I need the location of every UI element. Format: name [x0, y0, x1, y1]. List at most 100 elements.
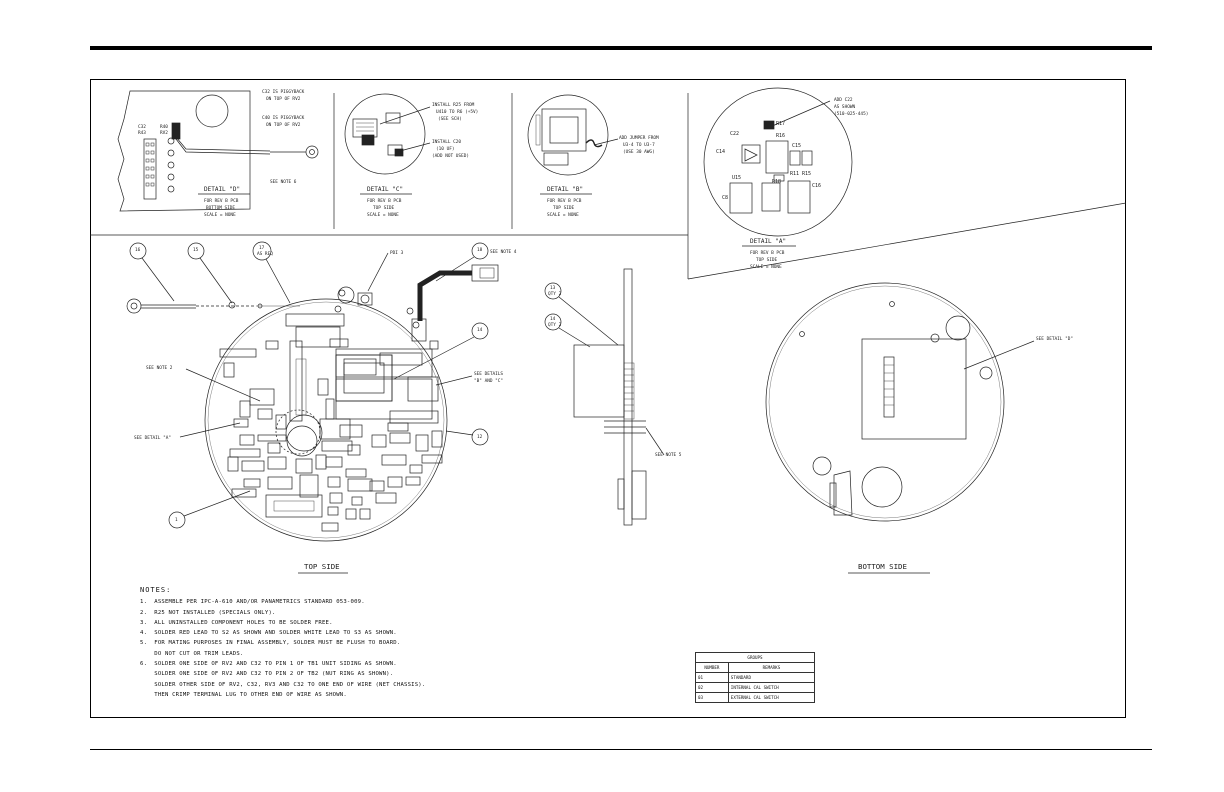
callout-see-detail-a: SEE DETAIL "A"	[134, 435, 171, 441]
callout-see-details-bc-2: "B" AND "C"	[474, 378, 503, 384]
detail-a: ADD C22 AS SHOWN (510-025-445) C22 C14 R…	[703, 87, 868, 270]
side-see-note-5: SEE NOTE 5	[655, 452, 682, 458]
note-line-2: 2. R25 NOT INSTALLED (SPECIALS ONLY).	[140, 609, 276, 616]
groups-row-remarks: INTERNAL CAL SWITCH	[727, 682, 816, 693]
detail-b-sub-2: TOP SIDE	[553, 205, 575, 211]
assembly-drawing: C32 R40 R43 RV2 C32 IS PIGGYBACK ON TOP …	[90, 87, 1126, 574]
detail-b-title: DETAIL "B"	[547, 186, 583, 193]
detail-c: INSTALL R25 FROM U410 TO R6 (+5V) (SEE S…	[344, 93, 478, 218]
detail-d-note1-a: C32 IS PIGGYBACK	[262, 89, 305, 95]
detail-d-see-note: SEE NOTE 6	[270, 179, 297, 185]
detail-d-label-c32: C32	[138, 124, 146, 130]
detail-b-sub-3: SCALE = NONE	[547, 212, 579, 218]
detail-c-sub-3: SCALE = NONE	[367, 212, 399, 218]
top-side-balloons: 16 15 17 AS REQ 18 14 12 1 PDI 3 SEE NOT…	[129, 241, 517, 529]
side-view: 13 QTY 2 14 QTY 2 SEE NOTE 5	[544, 268, 682, 526]
callout-pdi: PDI 3	[390, 250, 404, 256]
groups-table: GROUPS NUMBER REMARKS 01 STANDARD 02 INT…	[695, 652, 816, 703]
top-side-board	[126, 264, 499, 542]
detail-b-jumper-a: ADD JUMPER FROM	[619, 135, 659, 141]
groups-row-remarks: STANDARD	[727, 672, 816, 683]
groups-row-number: 03	[695, 692, 729, 703]
detail-c-sub-2: TOP SIDE	[373, 205, 395, 211]
bottom-side-board: SEE DETAIL "D"	[765, 282, 1073, 522]
detail-d-sub-3: SCALE = NONE	[204, 212, 236, 218]
groups-row-remarks: EXTERNAL CAL SWITCH	[727, 692, 816, 703]
balloon-17: 17	[259, 245, 265, 251]
balloon-17-sub: AS REQ	[257, 251, 273, 257]
note-line-10: THEN CRIMP TERMINAL LUG TO OTHER END OF …	[140, 691, 347, 698]
view-titles: TOP SIDE BOTTOM SIDE	[298, 562, 930, 574]
detail-d-label-r40: R40	[160, 124, 168, 130]
detail-c-install2-c: (ADD NOT USED)	[432, 153, 469, 159]
detail-d-note2-b: ON TOP OF RV2	[266, 122, 301, 128]
detail-a-add-a: ADD C22	[834, 97, 853, 103]
groups-row-number: 01	[695, 672, 729, 683]
note-line-1: 1. ASSEMBLE PER IPC-A-610 AND/OR PANAMET…	[140, 599, 365, 606]
detail-d-note1-b: ON TOP OF RV2	[266, 96, 301, 102]
callout-see-details-bc-1: SEE DETAILS	[474, 371, 503, 377]
detail-a-part-c16: C16	[812, 183, 821, 189]
groups-table-header-number: NUMBER	[695, 662, 729, 673]
groups-table-header-remarks: REMARKS	[727, 662, 816, 673]
footer-rule	[90, 749, 1152, 750]
side-balloon-13-sub: QTY 2	[548, 291, 562, 297]
note-line-9: SOLDER OTHER SIDE OF RV2, C32, RV3 AND C…	[140, 681, 426, 688]
detail-a-part-c15: C15	[792, 143, 801, 149]
detail-c-install1-a: INSTALL R25 FROM	[432, 102, 475, 108]
detail-b: ADD JUMPER FROM U3-4 TO U3-7 (USE 30 AWG…	[527, 94, 659, 218]
detail-a-part-r16: R16	[776, 133, 785, 139]
detail-a-part-c8: C8	[722, 195, 728, 201]
callout-see-note-4: SEE NOTE 4	[490, 249, 517, 255]
drawing-frame	[90, 79, 1126, 718]
balloon-12: 12	[477, 434, 483, 440]
note-line-5: 5. FOR MATING PURPOSES IN FINAL ASSEMBLY…	[140, 640, 401, 647]
groups-table-caption: GROUPS	[695, 652, 815, 663]
balloon-16: 16	[135, 247, 141, 253]
detail-a-add-b: AS SHOWN	[834, 104, 856, 110]
detail-a-part-c14: C14	[716, 149, 725, 155]
detail-d-note2-a: C40 IS PIGGYBACK	[262, 115, 305, 121]
side-balloon-14: 14	[550, 316, 556, 322]
table-row: 02 INTERNAL CAL SWITCH	[695, 682, 816, 693]
detail-a-title: DETAIL "A"	[750, 238, 786, 245]
note-line-7: 6. SOLDER ONE SIDE OF RV2 AND C32 TO PIN…	[140, 661, 397, 668]
detail-c-sub-1: FOR REV B PCB	[367, 198, 402, 204]
detail-a-sub-2: TOP SIDE	[756, 257, 778, 263]
detail-d-label-rv2: RV2	[160, 130, 168, 136]
table-row: 03 EXTERNAL CAL SWITCH	[695, 692, 816, 703]
notes-block: NOTES: 1. ASSEMBLE PER IPC-A-610 AND/OR …	[140, 585, 425, 700]
detail-b-jumper-c: (USE 30 AWG)	[623, 149, 655, 155]
detail-a-sub-3: SCALE = NONE	[750, 264, 782, 270]
detail-c-title: DETAIL "C"	[367, 186, 403, 193]
detail-a-part-c22: C22	[730, 131, 739, 137]
note-line-4: 4. SOLDER RED LEAD TO S2 AS SHOWN AND SO…	[140, 630, 397, 637]
callout-see-note-2: SEE NOTE 2	[146, 365, 173, 371]
groups-row-number: 02	[695, 682, 729, 693]
balloon-18: 18	[477, 247, 483, 253]
detail-d: C32 R40 R43 RV2 C32 IS PIGGYBACK ON TOP …	[117, 89, 319, 218]
detail-a-sub-1: FOR REV B PCB	[750, 250, 785, 256]
detail-a-add-c: (510-025-445)	[834, 111, 868, 117]
groups-table-header-row: NUMBER REMARKS	[695, 662, 816, 673]
detail-c-install2-a: INSTALL C20	[432, 139, 461, 145]
detail-c-install1-c: (SEE SCH)	[438, 116, 462, 122]
groups-table-caption-row: GROUPS	[695, 652, 815, 663]
bottom-side-title: BOTTOM SIDE	[858, 562, 907, 571]
detail-c-install1-b: U410 TO R6 (+5V)	[436, 109, 478, 115]
bottom-see-detail-d: SEE DETAIL "D"	[1036, 336, 1073, 342]
detail-a-part-u15: U15	[732, 175, 741, 181]
table-row: 01 STANDARD	[695, 672, 816, 683]
detail-a-part-r11: R11	[790, 171, 799, 177]
detail-b-sub-1: FOR REV B PCB	[547, 198, 582, 204]
top-side-title: TOP SIDE	[304, 562, 340, 571]
header-rule	[90, 46, 1152, 50]
balloon-1: 1	[175, 517, 178, 523]
detail-a-part-r17: R17	[776, 121, 785, 127]
note-line-3: 3. ALL UNINSTALLED COMPONENT HOLES TO BE…	[140, 619, 333, 626]
notes-heading: NOTES:	[140, 586, 172, 594]
balloon-14: 14	[477, 327, 483, 333]
detail-c-install2-b: (10 UF)	[436, 146, 455, 152]
detail-a-part-r15: R15	[802, 171, 811, 177]
detail-d-sub-1: FOR REV B PCB	[204, 198, 239, 204]
